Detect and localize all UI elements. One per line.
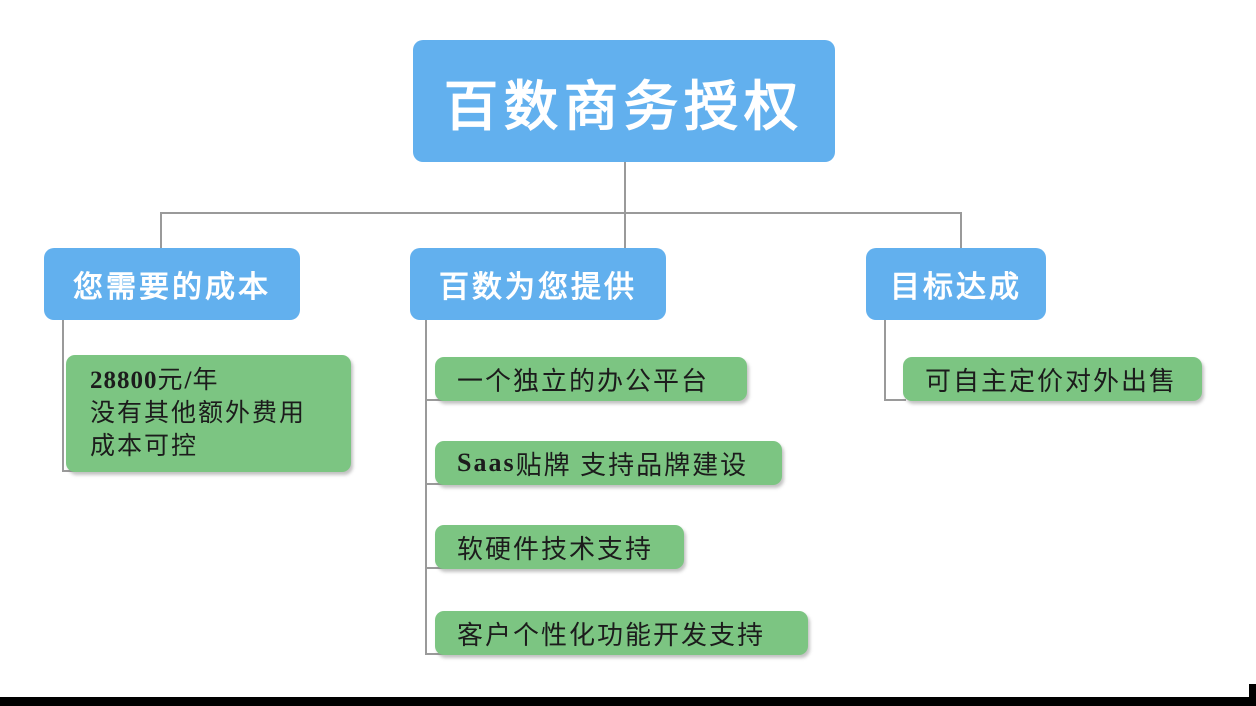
saas-label: Saas: [457, 448, 516, 477]
branch-node-provide[interactable]: 百数为您提供: [410, 248, 666, 320]
connector-stub-item-0: [425, 399, 447, 401]
connector-trunk-cost: [62, 320, 64, 472]
cost-price-amount: 28800: [90, 367, 158, 394]
bottom-bar: [0, 697, 1256, 706]
leaf-node-hardware-software-support[interactable]: 软硬件技术支持: [435, 525, 684, 569]
connector-stub-item-1: [425, 483, 447, 485]
bottom-right-notch: [1249, 684, 1256, 697]
leaf-node-self-pricing-resale[interactable]: 可自主定价对外出售: [903, 357, 1202, 401]
branch-node-goal[interactable]: 目标达成: [866, 248, 1046, 320]
connector-stub-item-3: [425, 653, 447, 655]
root-node[interactable]: 百数商务授权: [413, 40, 835, 162]
leaf-node-custom-development-support[interactable]: 客户个性化功能开发支持: [435, 611, 808, 655]
cost-line-controllable: 成本可控: [90, 433, 199, 460]
connector-drop-goal: [960, 212, 962, 249]
cost-price-unit: 元: [157, 367, 185, 394]
connector-trunk-provide: [425, 320, 427, 655]
saas-branding-text: 贴牌 支持品牌建设: [515, 450, 749, 480]
cost-price-period: 年: [192, 367, 220, 394]
connector-root-stem: [624, 162, 626, 213]
connector-drop-provide: [624, 212, 626, 249]
connector-horizontal-bus: [160, 212, 961, 214]
cost-line-price: 28800元/年: [90, 364, 219, 397]
connector-trunk-goal: [884, 320, 886, 399]
cost-price-slash: /: [184, 367, 193, 394]
leaf-node-cost-detail[interactable]: 28800元/年 没有其他额外费用 成本可控: [66, 355, 351, 472]
connector-stub-item-2: [425, 567, 447, 569]
branch-node-cost[interactable]: 您需要的成本: [44, 248, 300, 320]
leaf-node-independent-platform[interactable]: 一个独立的办公平台: [435, 357, 747, 401]
cost-line-no-extra-fees: 没有其他额外费用: [90, 400, 307, 427]
connector-drop-cost: [160, 212, 162, 249]
connector-stub-goal-detail: [884, 399, 906, 401]
